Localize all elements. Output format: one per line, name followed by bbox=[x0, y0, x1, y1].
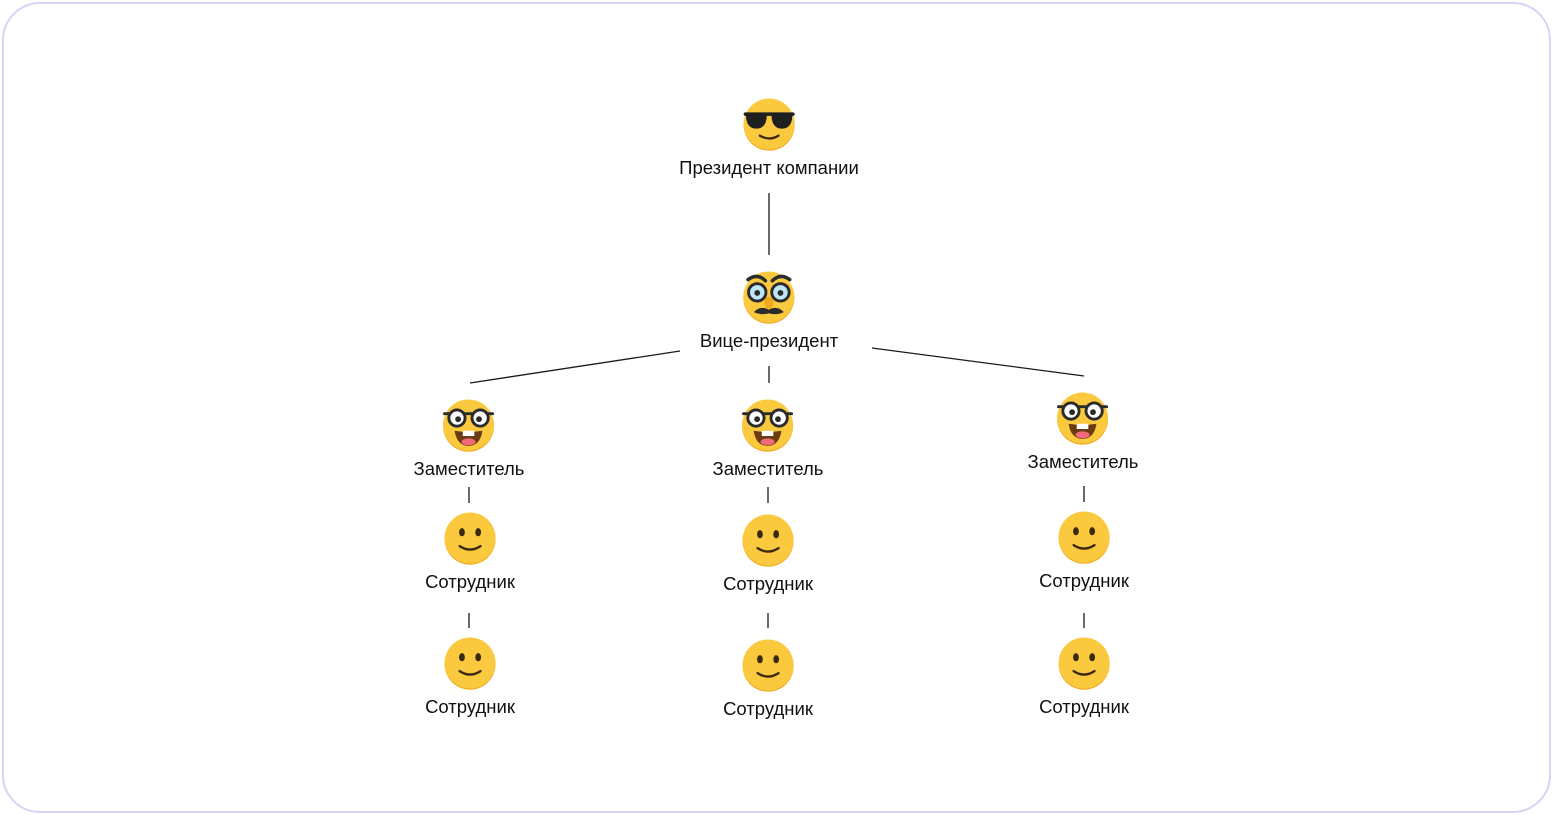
president-label: Президент компании bbox=[679, 157, 859, 178]
employee-label-1b: Сотрудник bbox=[425, 696, 515, 717]
employee-label-3b: Сотрудник bbox=[1039, 696, 1129, 717]
employee-node-2b: Сотрудник bbox=[723, 636, 813, 719]
employee-node-1a: Сотрудник bbox=[425, 509, 515, 592]
employee-node-1b: Сотрудник bbox=[425, 634, 515, 717]
employee-node-2a: Сотрудник bbox=[723, 511, 813, 594]
connector-vp-deputy-1 bbox=[469, 350, 681, 384]
nerd-face-icon bbox=[443, 399, 495, 452]
deputy-node-2: Заместитель bbox=[712, 396, 824, 479]
nerd-face-icon bbox=[742, 399, 794, 452]
employee-node-3a: Сотрудник bbox=[1039, 508, 1129, 591]
nerd-face-icon bbox=[1057, 392, 1109, 445]
slightly-smiling-face-icon bbox=[444, 637, 496, 690]
slightly-smiling-face-icon bbox=[1058, 637, 1110, 690]
vice-president-node: Вице-президент bbox=[700, 268, 838, 351]
disguised-face-icon bbox=[743, 271, 795, 324]
employee-node-3b: Сотрудник bbox=[1039, 634, 1129, 717]
slightly-smiling-face-icon bbox=[444, 512, 496, 565]
employee-label-2a: Сотрудник bbox=[723, 573, 813, 594]
connector-vp-deputy-3 bbox=[871, 347, 1085, 377]
smiling-face-with-sunglasses-icon bbox=[743, 98, 795, 151]
deputy-label-2: Заместитель bbox=[712, 458, 824, 479]
deputy-label-3: Заместитель bbox=[1027, 451, 1139, 472]
employee-label-1a: Сотрудник bbox=[425, 571, 515, 592]
vice-president-label: Вице-президент bbox=[699, 330, 839, 351]
deputy-label-1: Заместитель bbox=[413, 458, 525, 479]
slightly-smiling-face-icon bbox=[742, 514, 794, 567]
deputy-node-3: Заместитель bbox=[1027, 389, 1139, 472]
employee-label-2b: Сотрудник bbox=[723, 698, 813, 719]
employee-label-3a: Сотрудник bbox=[1039, 570, 1129, 591]
president-node: Президент компании bbox=[679, 95, 859, 178]
deputy-node-1: Заместитель bbox=[413, 396, 525, 479]
slightly-smiling-face-icon bbox=[1058, 511, 1110, 564]
slightly-smiling-face-icon bbox=[742, 639, 794, 692]
